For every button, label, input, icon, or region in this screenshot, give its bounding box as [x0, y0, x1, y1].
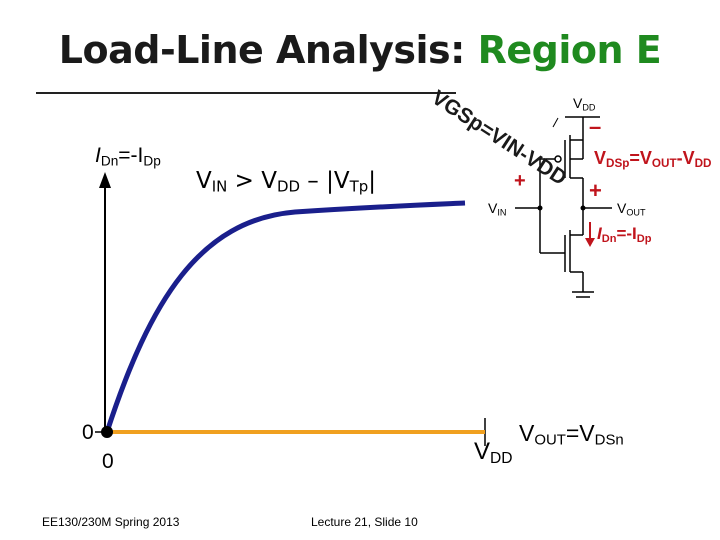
idn-arrow-head: [585, 238, 595, 247]
origin-x-label: 0: [102, 450, 114, 473]
idn-equation: IDn=-IDp: [597, 224, 652, 245]
vin-node-label: VIN: [488, 200, 507, 218]
vout-node-label: VOUT: [617, 200, 646, 218]
vout-equation: VOUT=VDSn: [519, 420, 624, 449]
vin-node-dot: [537, 205, 543, 211]
slide-title: Load-Line Analysis: Region E: [0, 28, 720, 72]
vdsp-plus-sign: +: [589, 178, 602, 203]
title-rule: [36, 92, 456, 94]
vdd-node-label: VDD: [573, 95, 596, 113]
footer-slide: Lecture 21, Slide 10: [311, 515, 418, 529]
vgsp-plus-sign: +: [514, 170, 526, 192]
y-axis-label: IDn=-IDp: [95, 144, 161, 169]
origin-dot: [101, 426, 113, 438]
origin-y-label: 0: [82, 421, 94, 444]
inverter-circuit: [515, 116, 612, 298]
footer-course: EE130/230M Spring 2013: [42, 515, 180, 529]
nmos-curve: [104, 200, 466, 433]
vgsp-tick: [552, 117, 559, 128]
vdsp-equation: VDSp=VOUT-VDD: [594, 148, 712, 170]
vout-node-dot: [580, 205, 586, 211]
region-condition: VIN > VDD – |VTp|: [196, 168, 376, 196]
y-axis-arrow: [99, 172, 111, 188]
vdd-axis-label: VDD: [474, 438, 513, 467]
title-main: Load-Line Analysis:: [58, 28, 466, 72]
title-region: Region E: [477, 28, 662, 72]
vdsp-minus-sign: –: [589, 114, 602, 139]
